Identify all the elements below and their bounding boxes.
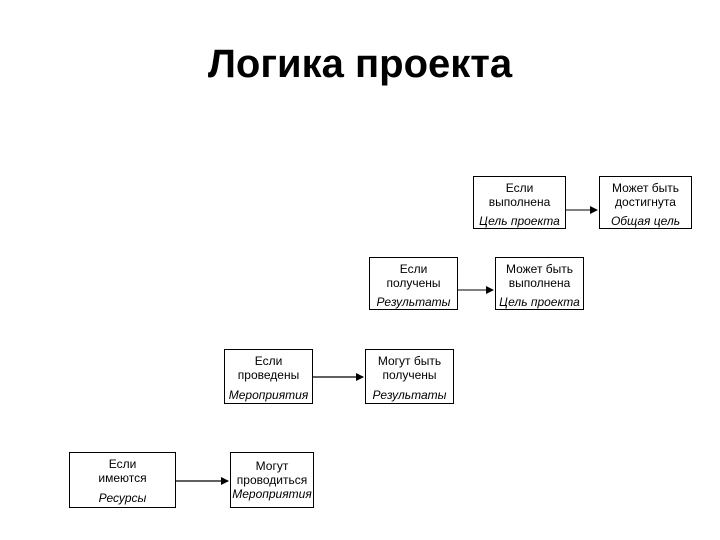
box-bottom-text: Цель проекта	[499, 295, 580, 309]
box-goal-can-be-met: Может быть выполнена Цель проекта	[495, 257, 584, 310]
box-results-can-be-obtained: Могут быть получены Результаты	[365, 349, 454, 404]
box-bottom-text: Мероприятия	[228, 388, 309, 402]
box-top-text: Если имеются	[98, 457, 147, 485]
box-bottom-text: Цель проекта	[479, 214, 560, 228]
box-if-goal-achieved: Если выполнена Цель проекта	[473, 176, 566, 229]
box-bottom-text: Мероприятия	[232, 487, 312, 501]
box-if-activities-done: Если проведены Мероприятия	[224, 349, 313, 404]
page-title: Логика проекта	[207, 42, 513, 86]
box-top-text: Если проведены	[237, 354, 300, 382]
box-top-text: Если получены	[386, 262, 441, 290]
box-if-resources-available: Если имеются Ресурсы	[69, 452, 176, 508]
box-top-text: Могут быть получены	[377, 354, 442, 382]
box-overall-goal: Может быть достигнута Общая цель	[599, 176, 692, 229]
box-top-text: Если выполнена	[488, 181, 551, 209]
box-activities-can-be-done: Могут проводиться Мероприятия	[230, 452, 314, 508]
box-bottom-text: Ресурсы	[98, 491, 147, 505]
box-top-text: Могут проводиться	[236, 459, 308, 487]
box-if-results-obtained: Если получены Результаты	[369, 257, 458, 310]
box-bottom-text: Результаты	[372, 388, 447, 402]
box-bottom-text: Результаты	[376, 295, 451, 309]
box-top-text: Может быть выполнена	[505, 262, 574, 290]
box-bottom-text: Общая цель	[610, 214, 681, 228]
box-top-text: Может быть достигнута	[611, 181, 680, 209]
